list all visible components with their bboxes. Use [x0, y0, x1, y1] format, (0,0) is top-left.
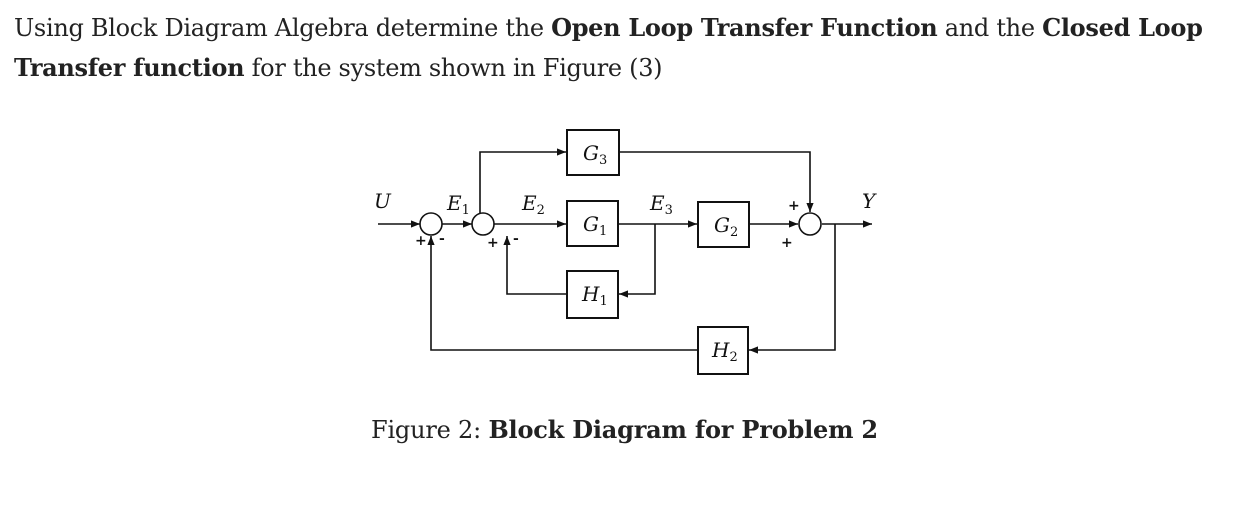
block-g2	[697, 201, 750, 248]
sum2-minus-sign: -	[513, 231, 519, 247]
block-h1	[566, 270, 619, 319]
problem-mid: and the	[937, 14, 1043, 42]
figure-caption: Figure 2: Block Diagram for Problem 2	[371, 412, 878, 448]
block-h2	[697, 326, 749, 375]
block-g3	[566, 129, 620, 176]
sum3-left-plus-sign: +	[781, 235, 793, 251]
sum1-minus-sign: -	[439, 231, 445, 247]
caption-prefix: Figure 2:	[371, 416, 489, 444]
signal-line-g3-feedforward	[479, 148, 566, 224]
summing-junction-2	[471, 212, 495, 236]
signal-line-h2-input	[749, 224, 836, 354]
block-g1-label: G1	[583, 212, 607, 239]
signal-label-e1: E1	[446, 191, 470, 218]
problem-intro: Using Block Diagram Algebra determine th…	[14, 14, 552, 42]
problem-statement: Using Block Diagram Algebra determine th…	[14, 8, 1230, 88]
block-g3-label: G3	[583, 141, 607, 168]
closed-loop-term: Closed Loop	[1042, 13, 1203, 42]
open-loop-term: Open Loop Transfer Function	[551, 13, 938, 42]
signal-label-e3: E3	[649, 191, 673, 218]
block-h2-label: H2	[711, 338, 738, 365]
signal-line-h1-input	[619, 224, 656, 298]
signal-line-h2-feedback	[427, 236, 697, 351]
sum3-top-plus-sign: +	[788, 198, 800, 214]
signal-label-e2: E2	[521, 191, 545, 218]
block-h1-label: H1	[581, 282, 608, 309]
sum2-plus-sign: +	[487, 235, 499, 251]
summing-junction-1	[419, 212, 443, 236]
signal-line-g3-output	[619, 151, 814, 212]
problem-end: for the system shown in Figure (3)	[244, 54, 663, 82]
block-g1	[566, 200, 619, 247]
signal-label-y: Y	[862, 189, 877, 213]
summing-junction-3	[798, 212, 822, 236]
signal-line-h1-feedback	[503, 236, 567, 295]
sum1-plus-sign: +	[415, 233, 427, 249]
transfer-function-term: Transfer function	[14, 53, 245, 82]
block-g2-label: G2	[714, 213, 738, 240]
caption-title: Block Diagram for Problem 2	[488, 415, 878, 444]
signal-label-u: U	[374, 189, 392, 213]
